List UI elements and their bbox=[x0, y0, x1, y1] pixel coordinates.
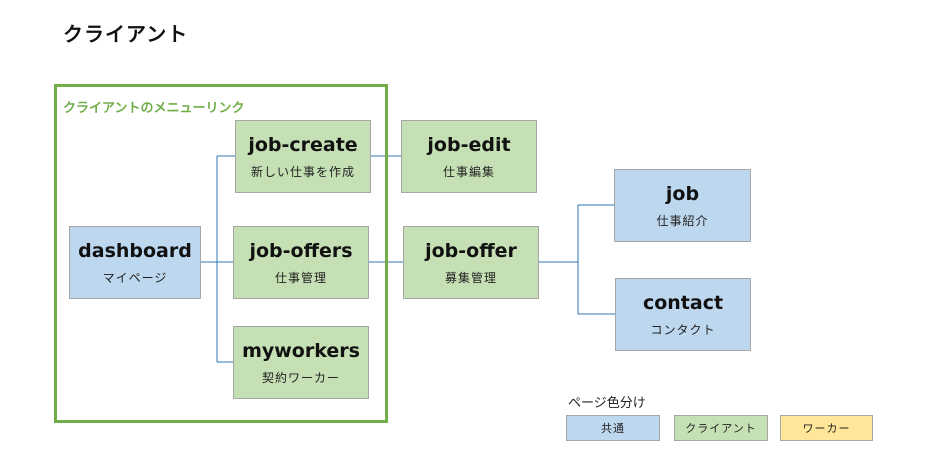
node-myworkers: myworkers 契約ワーカー bbox=[233, 326, 369, 399]
node-name: contact bbox=[642, 292, 724, 314]
node-contact: contact コンタクト bbox=[615, 278, 751, 351]
node-name: job-edit bbox=[427, 134, 511, 156]
node-name: job-offer bbox=[425, 240, 517, 262]
page-title: クライアント bbox=[63, 22, 189, 46]
node-description: 仕事編集 bbox=[442, 165, 495, 179]
node-name: myworkers bbox=[242, 340, 360, 362]
node-job-offers: job-offers 仕事管理 bbox=[233, 226, 369, 299]
node-description: 新しい仕事を作成 bbox=[250, 165, 355, 179]
node-description: コンタクト bbox=[650, 323, 716, 337]
node-description: 契約ワーカー bbox=[261, 371, 340, 385]
node-description: マイページ bbox=[102, 271, 168, 285]
connector-dashboard-menu bbox=[201, 155, 235, 363]
legend-client: クライアント bbox=[674, 415, 768, 441]
node-name: job bbox=[665, 183, 700, 205]
node-job-offer: job-offer 募集管理 bbox=[403, 226, 539, 299]
client-menu-group bbox=[54, 84, 388, 423]
legend-title: ページ色分け bbox=[568, 396, 646, 411]
client-menu-group-label: クライアントのメニューリンク bbox=[63, 101, 245, 116]
node-name: job-create bbox=[248, 134, 358, 156]
node-description: 募集管理 bbox=[444, 271, 497, 285]
legend-common: 共通 bbox=[566, 415, 660, 441]
node-description: 仕事管理 bbox=[274, 271, 327, 285]
node-job: job 仕事紹介 bbox=[614, 169, 751, 242]
node-dashboard: dashboard マイページ bbox=[69, 226, 201, 299]
node-job-create: job-create 新しい仕事を作成 bbox=[235, 120, 371, 193]
node-name: dashboard bbox=[78, 240, 192, 262]
legend-worker: ワーカー bbox=[780, 415, 873, 441]
connector-offer-branch bbox=[539, 204, 615, 315]
node-job-edit: job-edit 仕事編集 bbox=[401, 120, 537, 193]
node-description: 仕事紹介 bbox=[656, 214, 709, 228]
node-name: job-offers bbox=[249, 240, 353, 262]
